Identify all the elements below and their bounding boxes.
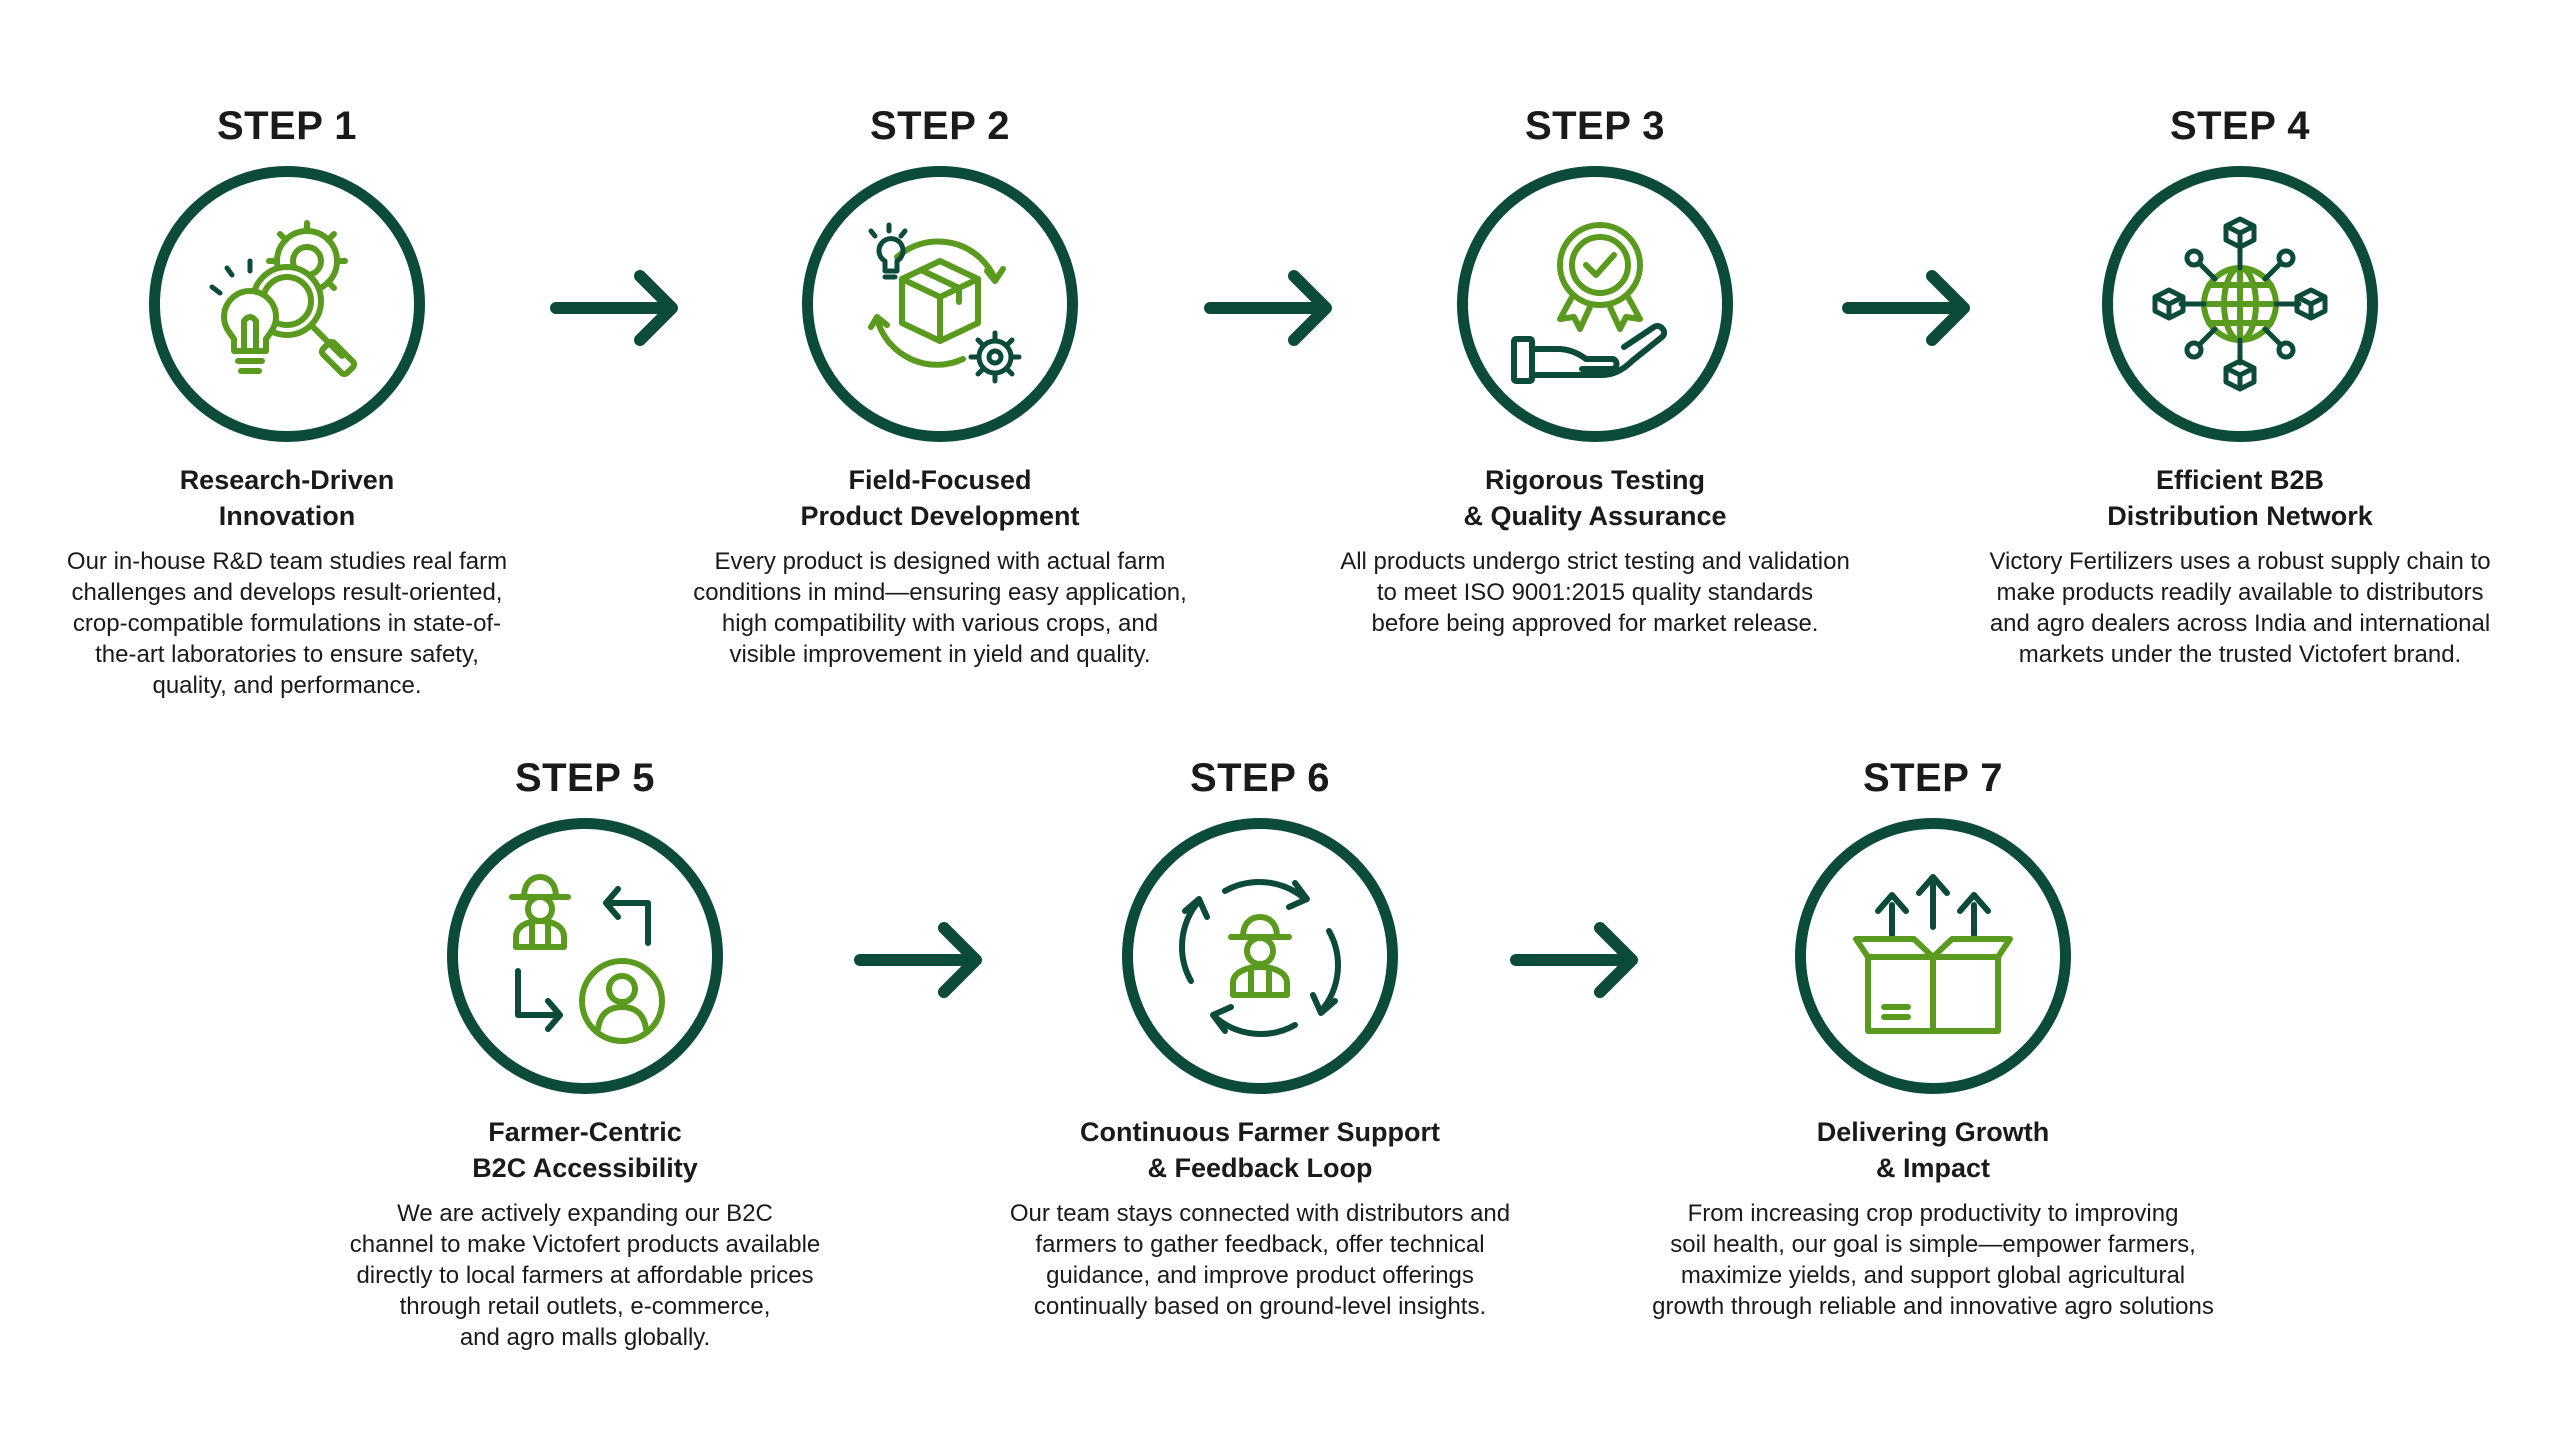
step-title: Rigorous Testing & Quality Assurance: [1463, 465, 1727, 531]
step-label: STEP 5: [514, 756, 656, 800]
arrow-right-icon: [1510, 922, 1638, 998]
step-3: STEP 3 Rigorous Testing & Quality Assura…: [1275, 104, 1915, 639]
step-5: STEP 5 Farmer-C: [265, 756, 905, 1353]
step-1: STEP 1: [0, 104, 607, 701]
step-icon-ring: [1122, 818, 1398, 1094]
step-description: From increasing crop productivity to imp…: [1652, 1200, 2214, 1320]
globe-network-boxes-icon: [2152, 216, 2328, 392]
step-description: All products undergo strict testing and …: [1340, 548, 1850, 637]
step-title: Efficient B2B Distribution Network: [2107, 465, 2373, 531]
step-title: Research-Driven Innovation: [179, 465, 395, 531]
step-title: Field-Focused Product Development: [800, 465, 1080, 531]
arrow-right-icon: [854, 922, 982, 998]
step-label: STEP 1: [216, 104, 358, 148]
farmer-exchange-icon: [509, 874, 665, 1044]
step-icon-ring: [802, 166, 1078, 442]
step-title: Delivering Growth & Impact: [1816, 1117, 2050, 1183]
step-label: STEP 3: [1524, 104, 1666, 148]
research-magnifier-bulb-gear-icon: [209, 220, 358, 378]
arrow-right-icon: [1842, 270, 1970, 346]
step-label: STEP 2: [869, 104, 1011, 148]
step-icon-ring: [2102, 166, 2378, 442]
step-description: Every product is designed with actual fa…: [693, 548, 1187, 668]
quality-badge-hand-icon: [1511, 222, 1668, 384]
step-label: STEP 4: [2169, 104, 2311, 148]
arrow-right-icon: [1204, 270, 1332, 346]
growth-box-arrows-icon: [1853, 874, 2013, 1034]
step-4: STEP 4 Efficient B2B Distrib: [1920, 104, 2560, 670]
arrow-right-icon: [550, 270, 678, 346]
step-label: STEP 6: [1189, 756, 1331, 800]
step-icon-ring: [447, 818, 723, 1094]
step-label: STEP 7: [1862, 756, 2004, 800]
step-title: Farmer-Centric B2C Accessibility: [472, 1117, 698, 1183]
step-7: STEP 7 Delivering Growth & Impact From i…: [1613, 756, 2253, 1322]
step-description: Our team stays connected with distributo…: [1009, 1200, 1511, 1320]
step-2: STEP 2: [620, 104, 1260, 670]
product-box-cycle-icon: [868, 222, 1022, 384]
step-title: Continuous Farmer Support & Feedback Loo…: [1080, 1117, 1440, 1183]
step-icon-ring: [149, 166, 425, 442]
step-description: We are actively expanding our B2C channe…: [349, 1200, 821, 1351]
step-icon-ring: [1795, 818, 2071, 1094]
farmer-feedback-cycle-icon: [1179, 879, 1341, 1037]
step-icon-ring: [1457, 166, 1733, 442]
step-description: Our in-house R&D team studies real farm …: [66, 548, 508, 699]
step-description: Victory Fertilizers uses a robust supply…: [1989, 548, 2491, 668]
step-6: STEP 6 Continuous Farmer Support & Fe: [940, 756, 1580, 1322]
